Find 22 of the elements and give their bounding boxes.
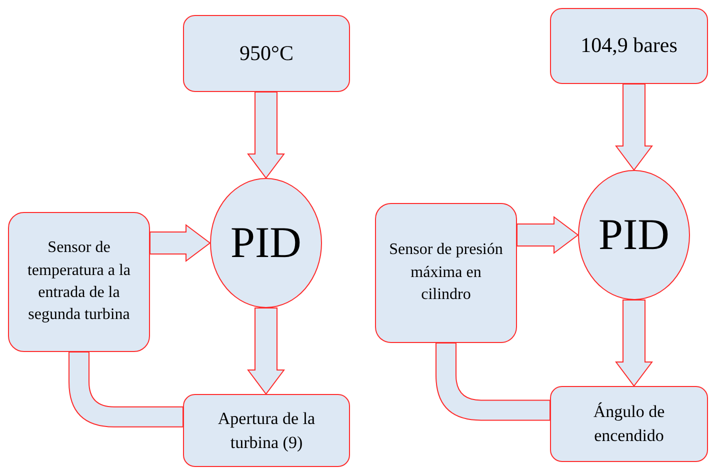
block-arrow: [247, 308, 285, 395]
block-arrow: [516, 216, 579, 254]
node-label: Apertura de la turbina (9): [216, 408, 316, 454]
node-label: Sensor de temperatura a la entrada de la segunda turbina: [26, 238, 132, 326]
block-arrow: [615, 300, 653, 387]
output-box: [550, 386, 708, 462]
node-label: 950°C: [240, 40, 294, 67]
block-arrow: [247, 92, 285, 179]
connector-band: [68, 352, 184, 428]
node-label: Ángulo de encendido: [592, 401, 666, 447]
output-box: [183, 394, 350, 467]
sensor-box: [375, 203, 517, 343]
controller-label: PID: [230, 217, 302, 269]
block-arrow: [615, 84, 653, 171]
setpoint-box: [550, 8, 708, 84]
block-arrow: [150, 224, 211, 262]
connector-band: [436, 342, 550, 421]
node-label: 104,9 bares: [580, 32, 678, 60]
setpoint-box: [183, 15, 350, 92]
sensor-box: [8, 212, 150, 352]
controller-label: PID: [598, 209, 670, 261]
node-label: Sensor de presión máxima en cilindro: [388, 240, 504, 306]
